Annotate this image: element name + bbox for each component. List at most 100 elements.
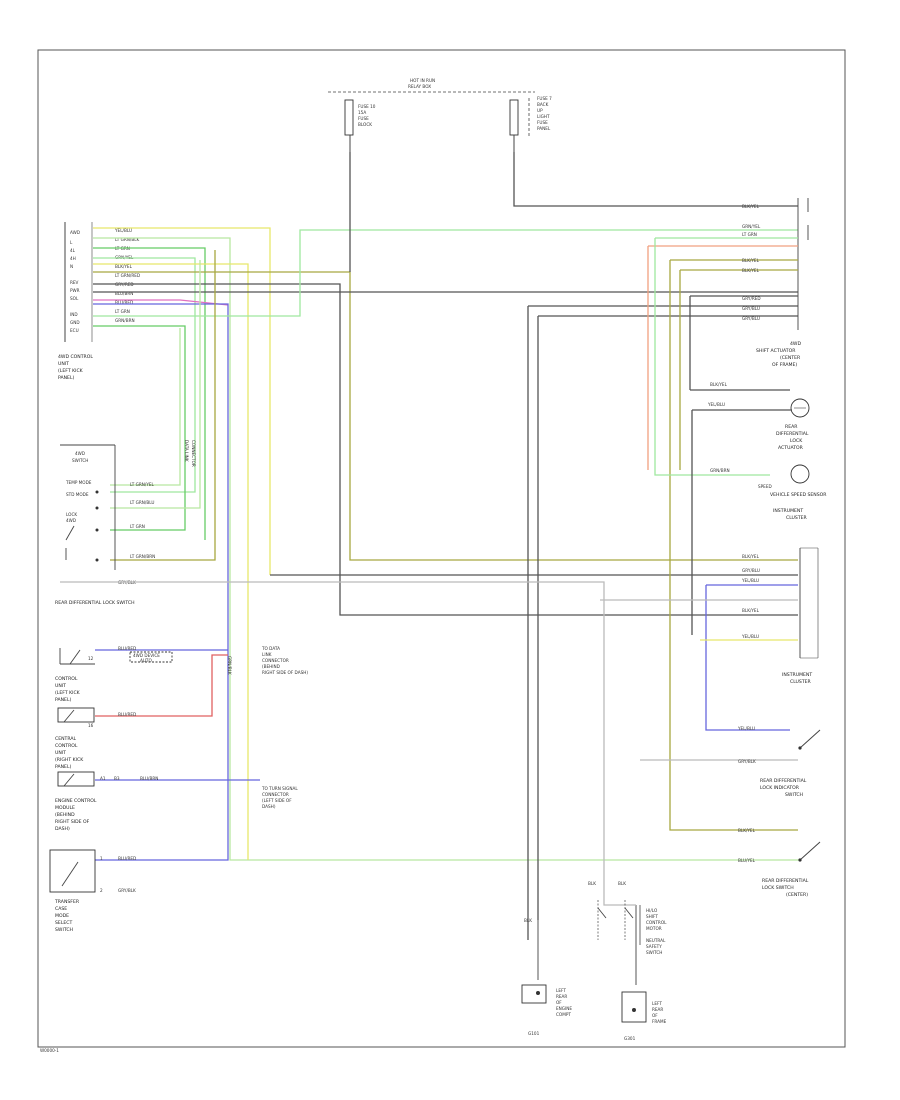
- wire-blue-ic: [705, 584, 798, 731]
- wire-pink: [93, 299, 229, 306]
- hi-lo-shift-switch: [597, 900, 641, 945]
- bs-cap-2: CONTROL: [646, 920, 667, 925]
- sw2-wire-0: BLK/YEL: [738, 828, 756, 833]
- jl-0: TO DATA: [261, 646, 280, 651]
- ts-wire-2: LT GRN: [130, 524, 145, 529]
- left-pin-0: AWD: [70, 230, 80, 235]
- wire-gray-relay-right: [513, 152, 798, 207]
- wire-olive-r2: [679, 269, 798, 470]
- left-wire-4: BLK/YEL: [115, 264, 133, 269]
- left-pin-9: GND: [70, 320, 80, 325]
- r1-wire-2: LT GRN: [742, 232, 757, 237]
- left-wire-7: BLU/BRN: [115, 291, 133, 296]
- transfer-case-mode-select-switch: [49, 849, 96, 893]
- sensor-cap-0: SPEED: [758, 484, 772, 489]
- wire-orange-r: [647, 245, 798, 470]
- wire-ltgreen-5: [110, 328, 181, 486]
- diagram-frame: [37, 49, 846, 1048]
- g101-label: G101: [528, 1031, 540, 1036]
- left-wire-8: BLU/RED: [115, 300, 133, 305]
- wire-green-7: [110, 260, 201, 509]
- ground-g101: [521, 920, 547, 1004]
- sw1-cap-0: REAR DIFFERENTIAL: [760, 778, 807, 784]
- hot-in-run-sub: RELAY BOX: [408, 84, 431, 89]
- ll-wire-4: GRY/BLK: [118, 888, 136, 893]
- sw2-cap-1: LOCK SWITCH: [762, 885, 794, 891]
- dlc-box-0: 4WD DEVICE: [133, 653, 160, 658]
- left-pin-1: L: [70, 240, 73, 245]
- wire-yellow-2: [93, 263, 249, 860]
- bl-cap-0: LEFT: [556, 988, 566, 993]
- jl-3: (BEHIND: [262, 664, 280, 669]
- r1-wire-0: BLK/YEL: [742, 204, 760, 209]
- ground-g301: [621, 905, 647, 1023]
- left-pin-4: N: [70, 264, 73, 269]
- mid-caption-2: LOCK: [790, 438, 803, 444]
- ll-pin-1: 16: [88, 723, 94, 728]
- fuse-left-3: FUSE: [358, 116, 369, 121]
- mid-wire-1: YEL/BLU: [707, 402, 725, 407]
- left-caption-1: UNIT: [58, 361, 69, 367]
- bs-label-2: BLK: [524, 918, 532, 923]
- ts-wire-3: LT GRN/BRN: [130, 554, 155, 559]
- r1-wire-3: BLK/YEL: [742, 258, 760, 263]
- r1-caption-1: SHIFT ACTUATOR: [756, 348, 796, 354]
- ll-item4-0: TRANSFER: [54, 899, 80, 905]
- bs-cap-3: MOTOR: [646, 926, 662, 931]
- ll-item1-0: CONTROL: [55, 676, 78, 682]
- left-pin-2: 4L: [70, 248, 76, 253]
- left-wire-5: LT GRN/RED: [115, 273, 140, 278]
- ic-wire-2: YEL/BLU: [741, 578, 759, 583]
- fuse-left-1: FUSE 10: [358, 104, 376, 109]
- fuse-right-6: PANEL: [537, 126, 551, 131]
- footer-code: W0000-1: [40, 1048, 59, 1053]
- r1-wire-6: GRY/BLU: [742, 306, 760, 311]
- wire-gray-mid2: [691, 409, 792, 635]
- wire-gray-bot: [603, 870, 636, 906]
- wire-olive-r1: [669, 259, 798, 831]
- wire-green-6: [110, 250, 216, 561]
- r1-wire-1: GRN/YEL: [742, 224, 761, 229]
- br-cap-3: FRAME: [652, 1019, 667, 1024]
- ll-item2-2: UNIT: [55, 750, 66, 756]
- br-cap-0: LEFT: [652, 1001, 662, 1006]
- rear-diff-lock-indicator-switch: [798, 729, 821, 750]
- g301-label: G301: [624, 1036, 636, 1041]
- ll-pin-3: B3: [114, 776, 120, 781]
- bl-cap-4: COMPT: [556, 1012, 571, 1017]
- mid-wire-0: BLK/YEL: [710, 382, 728, 387]
- ll-item1-3: PANEL): [55, 697, 72, 703]
- ll-item3-2: (BEHIND: [55, 812, 75, 818]
- left-pin-3: 4H: [70, 256, 76, 261]
- bs-label-0: BLK: [588, 881, 596, 886]
- left-caption-2: (LEFT KICK: [58, 368, 84, 374]
- ll-wire-1: BLU/RED: [118, 712, 136, 717]
- fuse-left-4: BLOCK: [358, 122, 372, 127]
- ll-item2-3: (RIGHT KICK: [55, 757, 84, 763]
- ll-item4-4: SWITCH: [55, 927, 73, 933]
- ts-title-1: SWITCH: [72, 458, 88, 463]
- ll-wire-3: BLU/RED: [118, 856, 136, 861]
- hot-in-run-label: HOT IN RUN: [410, 78, 435, 83]
- 4wd-control-unit: [64, 222, 93, 342]
- vehicle-speed-sensor: [790, 464, 810, 484]
- fuse-right-5: FUSE: [537, 120, 548, 125]
- r1-caption-3: OF FRAME): [772, 362, 797, 368]
- ts-row-0: TEMP MODE: [65, 480, 92, 485]
- bl-cap-1: REAR: [556, 994, 567, 999]
- fuse-right-1: FUSE 7: [537, 96, 552, 101]
- ll-item3-1: MODULE: [55, 805, 75, 811]
- ll-item4-2: MODE: [55, 913, 69, 919]
- ll-wire-2: BLU/BRN: [140, 776, 158, 781]
- sw1-wire-0: YEL/BLU: [737, 726, 755, 731]
- wire-green-2: [93, 257, 196, 493]
- 4wd-shift-actuator: [797, 198, 809, 330]
- control-unit-left-kick: [59, 648, 95, 665]
- br-cap-2: OF: [652, 1013, 658, 1018]
- central-control-unit: [57, 707, 95, 723]
- left-wire-1: LT GRN/BLK: [115, 237, 140, 242]
- r1-wire-5: GRY/RED: [742, 296, 761, 301]
- mid-caption-0: REAR: [785, 424, 798, 430]
- r1-wire-4: BLK/YEL: [742, 268, 760, 273]
